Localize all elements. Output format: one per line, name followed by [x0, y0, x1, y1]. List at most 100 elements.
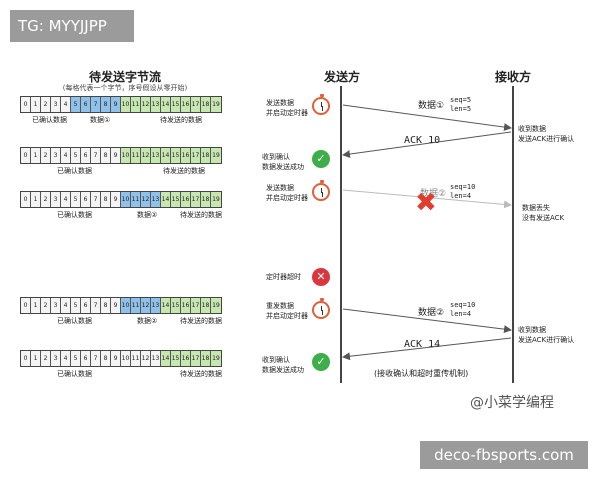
- byte-cell: 7: [91, 351, 101, 366]
- byte-cell: 15: [171, 192, 181, 207]
- byte-cell: 4: [61, 148, 71, 163]
- byte-cell: 7: [91, 148, 101, 163]
- byte-cell: 16: [181, 97, 191, 112]
- byte-cell: 1: [31, 298, 41, 313]
- byte-cell: 16: [181, 351, 191, 366]
- byte-cell: 12: [141, 97, 151, 112]
- msg2-label: 数据②: [420, 189, 447, 199]
- byte-cell: 14: [161, 192, 171, 207]
- event-send1: 发送数据并启动定时器: [266, 99, 308, 117]
- strip-label: 待发送的数据: [180, 370, 222, 378]
- byte-cell: 5: [71, 351, 81, 366]
- timer-icon: [312, 94, 330, 115]
- byte-cell: 12: [141, 192, 151, 207]
- byte-cell: 10: [121, 192, 131, 207]
- byte-cell: 7: [91, 298, 101, 313]
- ack10-label: ACK 10: [404, 135, 441, 146]
- sender-title: 发送方: [324, 70, 361, 84]
- byte-cell: 19: [211, 298, 221, 313]
- byte-cell: 8: [101, 298, 111, 313]
- byte-cell: 0: [21, 192, 31, 207]
- byte-cell: 3: [51, 298, 61, 313]
- byte-cell: 15: [171, 148, 181, 163]
- footer-site: deco-fbsports.com: [420, 441, 588, 469]
- byte-cell: 3: [51, 97, 61, 112]
- byte-cell: 9: [111, 351, 121, 366]
- strip-label: 数据②: [137, 317, 158, 325]
- byte-cell: 17: [191, 298, 201, 313]
- byte-cell: 5: [71, 298, 81, 313]
- check-icon: ✓: [312, 150, 330, 168]
- receiver-note-1: 收到数据发送ACK进行确认: [518, 125, 575, 143]
- byte-cell: 9: [111, 97, 121, 112]
- byte-cell: 1: [31, 351, 41, 366]
- byte-cell: 18: [201, 351, 211, 366]
- strip-label: 待发送的数据: [180, 317, 222, 325]
- msg1-label: 数据①: [418, 101, 445, 111]
- msg3-label: 数据②: [418, 308, 445, 318]
- strip-label: 已确认数据: [57, 211, 92, 219]
- strip-label: 待发送的数据: [163, 167, 205, 175]
- byte-cell: 19: [211, 97, 221, 112]
- byte-cell: 18: [201, 298, 211, 313]
- byte-cell: 13: [151, 97, 161, 112]
- byte-cell: 0: [21, 148, 31, 163]
- byte-cell: 2: [41, 298, 51, 313]
- byte-cell: 9: [111, 298, 121, 313]
- byte-cell: 1: [31, 97, 41, 112]
- timer-icon: [312, 298, 330, 319]
- byte-cell: 5: [71, 97, 81, 112]
- byte-cell: 14: [161, 298, 171, 313]
- byte-cell: 14: [161, 97, 171, 112]
- byte-cell: 17: [191, 148, 201, 163]
- byte-cell: 18: [201, 148, 211, 163]
- byte-cell: 3: [51, 148, 61, 163]
- byte-cell: 14: [161, 148, 171, 163]
- byte-cell: 19: [211, 192, 221, 207]
- byte-cell: 11: [131, 148, 141, 163]
- byte-cell: 13: [151, 351, 161, 366]
- strip-label: 已确认数据: [32, 116, 67, 124]
- byte-cell: 16: [181, 298, 191, 313]
- byte-cell: 8: [101, 97, 111, 112]
- arrow-data2-resend: [342, 308, 512, 334]
- left-title: 待发送字节流: [88, 70, 161, 84]
- receiver-note-lost: 数据丢失没有发送ACK: [522, 204, 565, 222]
- byte-cell: 14: [161, 351, 171, 366]
- byte-cell: 9: [111, 148, 121, 163]
- strip-label: 数据②: [137, 211, 158, 219]
- byte-cell: 17: [191, 192, 201, 207]
- arrow-ack10: [342, 131, 512, 159]
- event-send2: 发送数据并启动定时器: [266, 184, 308, 202]
- byte-cell: 8: [101, 192, 111, 207]
- arrow-ack14: [342, 337, 512, 361]
- byte-cell: 2: [41, 97, 51, 112]
- byte-cell: 6: [81, 148, 91, 163]
- byte-cell: 11: [131, 298, 141, 313]
- arrow-data1: [342, 104, 512, 132]
- byte-cell: 11: [131, 192, 141, 207]
- byte-cell: 10: [121, 351, 131, 366]
- byte-cell: 3: [51, 351, 61, 366]
- byte-cell: 4: [61, 192, 71, 207]
- byte-cell: 3: [51, 192, 61, 207]
- byte-cell: 7: [91, 97, 101, 112]
- strip-label: 数据①: [90, 116, 111, 124]
- byte-cell: 17: [191, 97, 201, 112]
- left-subtitle: (每格代表一个字节，序号假设从零开始): [62, 84, 188, 92]
- byte-cell: 12: [141, 351, 151, 366]
- byte-cell: 4: [61, 298, 71, 313]
- byte-cell: 5: [71, 192, 81, 207]
- byte-cell: 19: [211, 351, 221, 366]
- byte-cell: 13: [151, 148, 161, 163]
- byte-cell: 8: [101, 351, 111, 366]
- event-ack1-ok: 收到确认数据发送成功: [262, 153, 304, 171]
- byte-cell: 4: [61, 97, 71, 112]
- byte-cell: 13: [151, 192, 161, 207]
